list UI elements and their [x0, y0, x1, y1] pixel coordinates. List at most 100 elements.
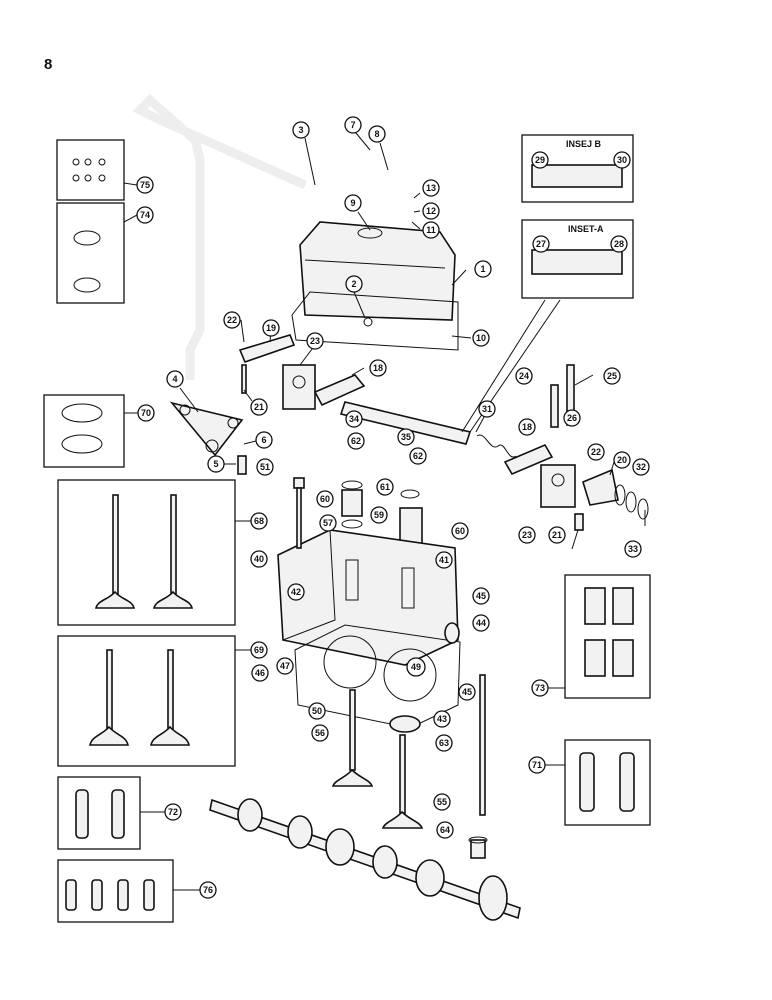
callout-6: 6: [255, 431, 273, 449]
callout-number: 29: [535, 155, 545, 165]
callout-26: 26: [563, 409, 581, 427]
callout-number: 2: [351, 279, 356, 289]
callout-circle: [344, 116, 362, 134]
callout-13: 13: [422, 179, 440, 197]
callout-73: 73: [531, 679, 549, 697]
box-68: [57, 479, 236, 626]
callout-circle: [422, 202, 440, 220]
callout-number: 6: [261, 435, 266, 445]
callout-number: 3: [298, 125, 303, 135]
callout-number: 23: [310, 336, 320, 346]
callout-number: 71: [532, 760, 542, 770]
cover-gasket: [291, 291, 459, 351]
callout-22-right: 22: [587, 443, 605, 461]
callout-60-left: 60: [316, 490, 334, 508]
callout-circle: [422, 179, 440, 197]
callout-circle: [409, 447, 427, 465]
callout-number: 22: [227, 315, 237, 325]
callout-circle: [223, 311, 241, 329]
callout-circle: [587, 443, 605, 461]
callout-2: 2: [345, 275, 363, 293]
callout-number: 70: [141, 408, 151, 418]
callout-number: 64: [440, 825, 450, 835]
callout-number: 60: [455, 526, 465, 536]
callout-circle: [406, 657, 426, 677]
callout-circle: [632, 458, 650, 476]
callout-circle: [532, 235, 550, 253]
callout-number: 31: [482, 404, 492, 414]
callout-circle: [518, 418, 536, 436]
callout-circle: [458, 683, 476, 701]
callout-28: 28: [610, 235, 628, 253]
callout-circle: [610, 235, 628, 253]
callout-number: 21: [254, 402, 264, 412]
box-74: [56, 202, 125, 304]
callout-18-right: 18: [518, 418, 536, 436]
callout-33: 33: [624, 540, 642, 558]
box-76: [57, 859, 174, 923]
callout-25: 25: [603, 367, 621, 385]
valve-springs: [341, 480, 423, 557]
callout-circle: [368, 125, 386, 143]
callout-27: 27: [532, 235, 550, 253]
callout-74: 74: [136, 206, 154, 224]
callout-75: 75: [136, 176, 154, 194]
callout-circle: [345, 410, 363, 428]
callout-circle: [613, 151, 631, 169]
callout-8: 8: [368, 125, 386, 143]
inset-b-title: INSEJ B: [566, 139, 602, 149]
callout-41: 41: [435, 551, 453, 569]
callout-34: 34: [345, 410, 363, 428]
callout-number: 21: [552, 530, 562, 540]
inset-b-box: INSEJ B: [521, 134, 634, 203]
callout-number: 13: [426, 183, 436, 193]
callout-10: 10: [472, 329, 490, 347]
callout-number: 20: [617, 455, 627, 465]
callout-46: 46: [251, 664, 269, 682]
callout-number: 30: [617, 155, 627, 165]
callout-76: 76: [199, 881, 217, 899]
callout-55: 55: [433, 793, 451, 811]
callout-circle: [369, 359, 387, 377]
callout-circle: [472, 614, 490, 632]
callout-59: 59: [370, 506, 388, 524]
callout-number: 51: [260, 462, 270, 472]
callout-9: 9: [344, 194, 362, 212]
box-73: [564, 574, 651, 699]
callout-number: 22: [591, 447, 601, 457]
box-72: [57, 776, 141, 850]
breather-tube: [132, 93, 307, 380]
callout-circle: [250, 398, 268, 416]
callout-22-left: 22: [223, 311, 241, 329]
callout-40: 40: [250, 550, 268, 568]
callout-number: 34: [349, 414, 359, 424]
callout-circle: [306, 332, 324, 350]
callout-49: 49: [406, 657, 426, 677]
callout-72: 72: [164, 803, 182, 821]
callout-circle: [255, 431, 273, 449]
callout-number: 45: [462, 687, 472, 697]
callout-45-upper: 45: [472, 587, 490, 605]
callout-number: 46: [255, 668, 265, 678]
callout-20: 20: [613, 451, 631, 469]
callout-29: 29: [531, 151, 549, 169]
callout-number: 8: [374, 129, 379, 139]
callout-number: 72: [168, 807, 178, 817]
callout-number: 25: [607, 371, 617, 381]
callout-63: 63: [435, 734, 453, 752]
callout-circle: [531, 151, 549, 169]
box-71: [564, 739, 651, 826]
callout-number: 41: [439, 555, 449, 565]
callout-64: 64: [436, 821, 454, 839]
callout-circle: [603, 367, 621, 385]
callout-30: 30: [613, 151, 631, 169]
callout-62-right: 62: [409, 447, 427, 465]
callout-circle: [478, 400, 496, 418]
camshaft: [209, 798, 521, 921]
callout-68: 68: [250, 512, 268, 530]
callout-number: 35: [401, 432, 411, 442]
rocker-arm-far-right: [582, 468, 619, 506]
callout-circle: [397, 428, 415, 446]
callout-number: 18: [373, 363, 383, 373]
callout-57: 57: [319, 514, 337, 532]
